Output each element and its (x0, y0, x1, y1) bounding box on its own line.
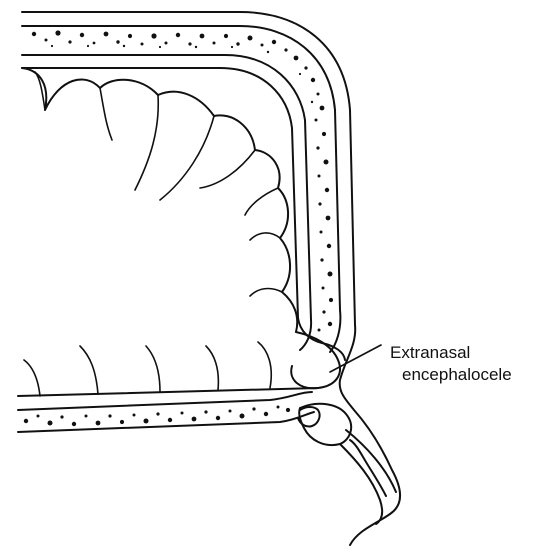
label-extranasal: Extranasal (390, 343, 470, 363)
label-encephalocele: encephalocele (402, 365, 512, 385)
leader-line (330, 345, 381, 372)
